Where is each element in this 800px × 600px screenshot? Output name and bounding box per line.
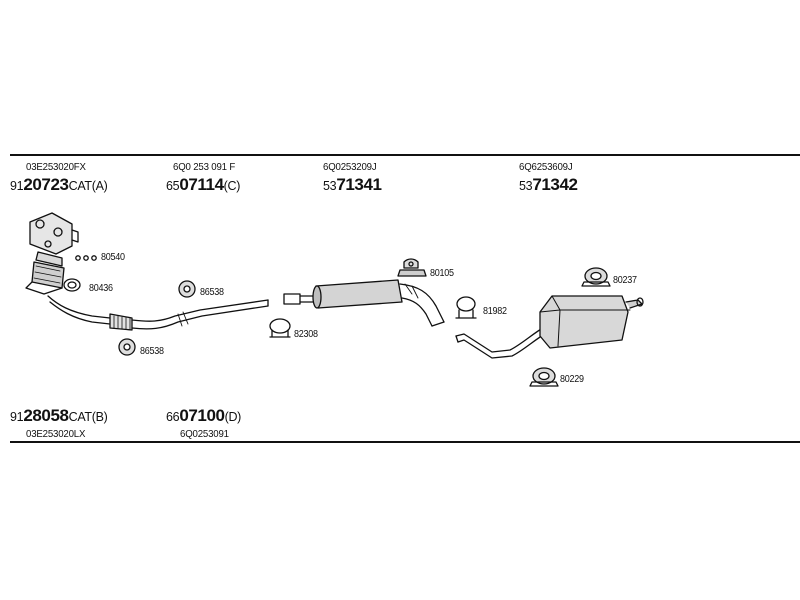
- top-divider: [10, 154, 800, 156]
- part-prefix: 91: [10, 179, 24, 193]
- part-suffix: CAT(B): [68, 410, 108, 424]
- hanger-86538-bottom-icon: [118, 338, 136, 356]
- oe-number-3: 6Q0253209J: [323, 161, 377, 173]
- part-number-5: 9128058CAT(B): [10, 406, 108, 426]
- part-main: 71342: [532, 175, 578, 194]
- part-suffix: (C): [223, 179, 241, 193]
- oe-number-4: 6Q6253609J: [519, 161, 573, 173]
- oe-number-6: 6Q0253091: [180, 428, 229, 440]
- part-number-1: 9120723CAT(A): [10, 175, 108, 195]
- gasket-80436-icon: [63, 278, 81, 292]
- exhaust-manifold: [29, 212, 79, 255]
- label-82308: 82308: [294, 329, 318, 340]
- part-suffix: CAT(A): [68, 179, 108, 193]
- middle-silencer: [283, 279, 445, 327]
- clip-set-icon: [75, 255, 97, 261]
- part-main: 07100: [179, 406, 225, 425]
- part-prefix: 65: [166, 179, 180, 193]
- part-number-3: 5371341: [323, 175, 382, 195]
- part-main: 71341: [336, 175, 382, 194]
- part-main: 20723: [23, 175, 69, 194]
- oe-number-1: 03E253020FX: [26, 161, 86, 173]
- part-number-6: 6607100(D): [166, 406, 241, 426]
- part-prefix: 66: [166, 410, 180, 424]
- label-80237: 80237: [613, 275, 637, 286]
- label-80436: 80436: [89, 283, 113, 294]
- oe-number-5: 03E253020LX: [26, 428, 86, 440]
- front-pipe: [47, 295, 269, 331]
- rear-pipe: [455, 325, 549, 359]
- label-86538-top: 86538: [200, 287, 224, 298]
- hanger-86538-top-icon: [178, 280, 196, 298]
- oe-number-2: 6Q0 253 091 F: [173, 161, 236, 173]
- label-81982: 81982: [483, 306, 507, 317]
- clamp-82308-icon: [269, 318, 291, 338]
- hanger-80229-icon: [529, 367, 559, 387]
- part-prefix: 91: [10, 410, 24, 424]
- bottom-divider: [10, 441, 800, 443]
- rear-silencer: [539, 295, 644, 349]
- part-number-4: 5371342: [519, 175, 578, 195]
- part-prefix: 53: [519, 179, 533, 193]
- part-prefix: 53: [323, 179, 337, 193]
- hanger-80105-icon: [397, 258, 427, 277]
- part-main: 07114: [179, 175, 224, 194]
- part-suffix: (D): [224, 410, 242, 424]
- label-80105: 80105: [430, 268, 454, 279]
- part-number-2: 6507114(C): [166, 175, 240, 195]
- label-86538-bottom: 86538: [140, 346, 164, 357]
- catalytic-converter: [25, 251, 65, 295]
- part-main: 28058: [23, 406, 69, 425]
- label-80229: 80229: [560, 374, 584, 385]
- label-80540: 80540: [101, 252, 125, 263]
- clamp-81982-icon: [455, 296, 477, 319]
- hanger-80237-icon: [581, 267, 611, 287]
